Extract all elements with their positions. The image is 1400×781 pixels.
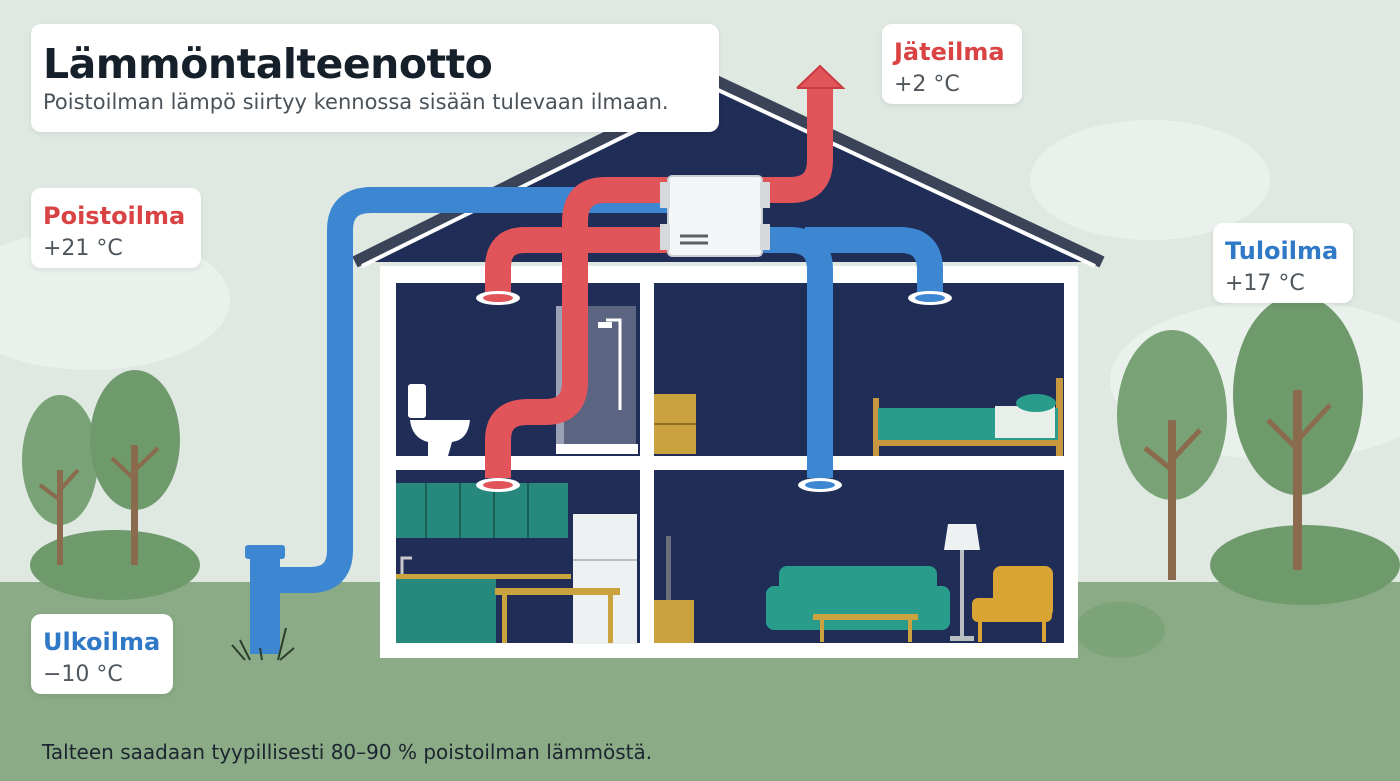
sofa-icon bbox=[766, 566, 950, 630]
cabinet bbox=[654, 394, 696, 454]
exhaust-vent bbox=[476, 291, 520, 305]
outdoor-air-name: Ulkoilma bbox=[43, 628, 161, 656]
page-subtitle: Poistoilman lämpö siirtyy kennossa sisää… bbox=[43, 90, 669, 114]
exhaust-air-name: Poistoilma bbox=[43, 202, 186, 230]
exhaust-air-label: Poistoilma +21 °C bbox=[31, 188, 201, 268]
kitchen-cabinets bbox=[396, 483, 571, 643]
dining-table bbox=[495, 588, 620, 643]
tree-icon bbox=[1233, 295, 1363, 570]
bush bbox=[1210, 525, 1400, 605]
tree-icon bbox=[1117, 330, 1227, 580]
supply-vent bbox=[908, 291, 952, 305]
supply-vent bbox=[798, 478, 842, 492]
coffee-table bbox=[813, 614, 918, 642]
exhaust-arrow-icon bbox=[797, 66, 843, 88]
supply-air-temp: +17 °C bbox=[1225, 271, 1305, 296]
supply-air-name: Tuloilma bbox=[1225, 237, 1339, 265]
toilet-icon bbox=[408, 384, 470, 456]
footer-note: Talteen saadaan tyypillisesti 80–90 % po… bbox=[42, 740, 653, 764]
bed-icon bbox=[873, 378, 1063, 456]
tv-icon bbox=[654, 536, 694, 643]
title-card: Lämmöntalteenotto Poistoilman lämpö siir… bbox=[31, 24, 719, 132]
outdoor-air-temp: −10 °C bbox=[43, 662, 123, 687]
armchair-icon bbox=[972, 566, 1053, 642]
roof bbox=[355, 78, 1102, 262]
waste-air-temp: +2 °C bbox=[894, 72, 960, 97]
fridge-icon bbox=[573, 514, 637, 644]
waste-air-label: Jäteilma +2 °C bbox=[882, 24, 1022, 104]
warm-air-ducts bbox=[485, 86, 833, 478]
bush bbox=[30, 530, 200, 600]
waste-air-name: Jäteilma bbox=[894, 38, 1005, 66]
tree-icon bbox=[90, 370, 180, 565]
heat-recovery-unit-icon bbox=[660, 175, 770, 257]
page-title: Lämmöntalteenotto bbox=[43, 40, 493, 88]
outdoor-air-label: Ulkoilma −10 °C bbox=[31, 614, 173, 694]
exhaust-air-temp: +21 °C bbox=[43, 236, 123, 261]
exhaust-vent bbox=[476, 478, 520, 492]
grass-icon bbox=[231, 627, 295, 661]
supply-air-label: Tuloilma +17 °C bbox=[1213, 223, 1353, 303]
outdoor-air-intake bbox=[245, 545, 285, 654]
bush bbox=[1075, 602, 1165, 658]
floor-lamp-icon bbox=[944, 524, 980, 641]
cold-air-ducts bbox=[265, 187, 943, 593]
tree-icon bbox=[22, 395, 98, 565]
